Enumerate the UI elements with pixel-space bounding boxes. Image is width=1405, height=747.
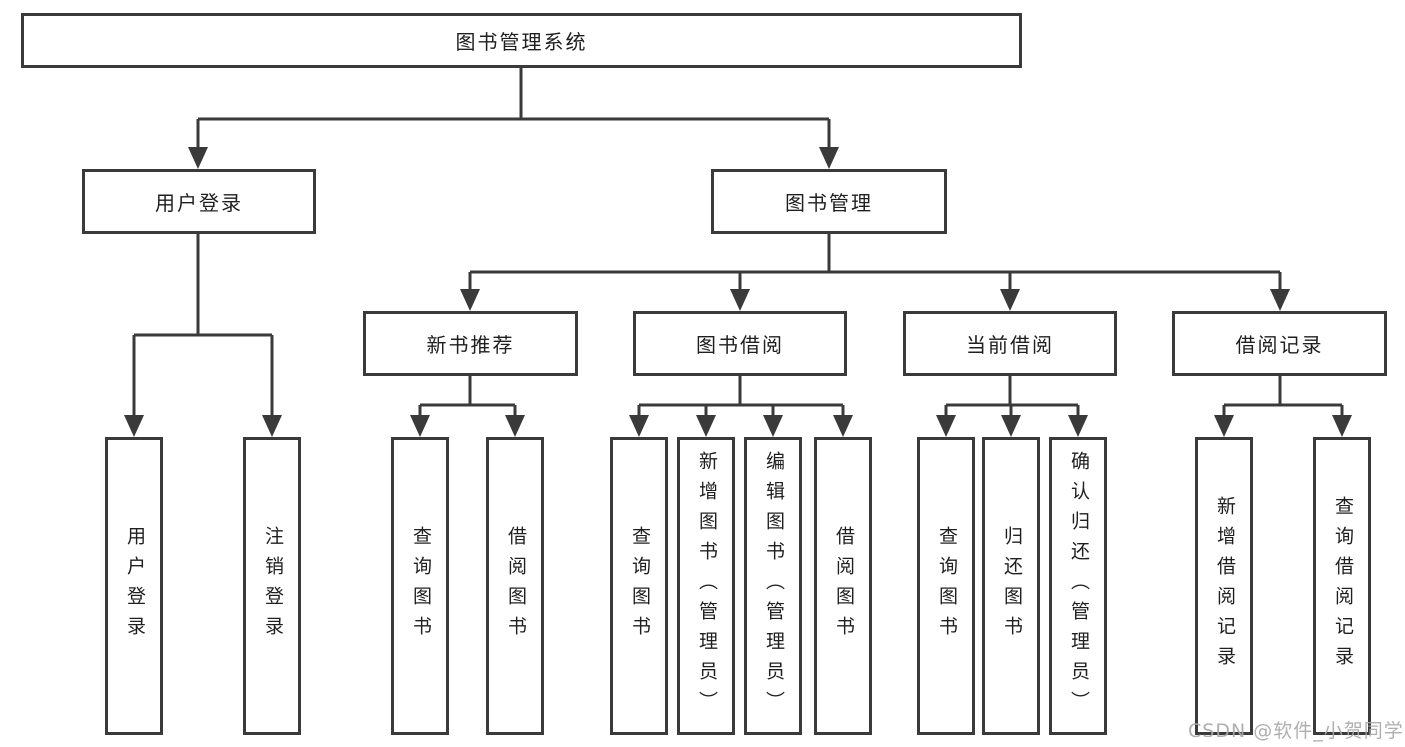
node-label: 归还图书	[1000, 526, 1023, 646]
node-book-management: 图书管理	[711, 169, 947, 234]
node-label: 查询图书	[409, 526, 432, 646]
leaf-query-books-current: 查询图书	[917, 437, 975, 735]
leaf-user-login: 用户登录	[105, 437, 163, 735]
leaf-borrow-books: 借阅图书	[814, 437, 872, 735]
node-label: 用户登录	[123, 526, 146, 646]
leaf-borrow-books-recommend: 借阅图书	[486, 437, 544, 735]
node-label: 借阅记录	[1235, 333, 1324, 357]
arrowheads-currentborrow-leaves	[936, 415, 1088, 437]
node-label: 新增借阅记录	[1213, 496, 1236, 676]
arrowheads-newbook-leaves	[410, 415, 525, 437]
node-book-borrow: 图书借阅	[633, 311, 847, 376]
arrowheads-records-leaves	[1214, 415, 1352, 437]
leaf-query-books-recommend: 查询图书	[391, 437, 449, 735]
leaf-add-borrow-record: 新增借阅记录	[1195, 437, 1253, 735]
arrowheads-userlogin-leaves	[124, 415, 282, 437]
node-label: 新书推荐	[426, 333, 515, 357]
leaf-logout: 注销登录	[243, 437, 301, 735]
node-label: 注销登录	[261, 526, 284, 646]
node-new-book-recommend: 新书推荐	[363, 311, 578, 376]
connector-currentborrow-to-leaves	[944, 376, 1080, 416]
leaf-return-book: 归还图书	[982, 437, 1040, 735]
node-label: 图书管理	[785, 191, 873, 215]
node-current-borrow: 当前借阅	[903, 311, 1117, 376]
csdn-watermark: CSDN @软件_小贺同学	[1188, 720, 1404, 742]
connector-bookmgmt-to-level3	[468, 234, 1282, 290]
leaf-add-book-admin: 新增图书（管理员）	[677, 437, 735, 735]
leaf-query-books-borrow: 查询图书	[610, 437, 668, 735]
node-label: 借阅图书	[832, 526, 855, 646]
node-borrow-records: 借阅记录	[1172, 311, 1387, 376]
leaf-query-borrow-record: 查询借阅记录	[1313, 437, 1371, 735]
arrowheads-bookborrow-leaves	[629, 415, 853, 437]
node-user-login: 用户登录	[82, 169, 316, 234]
node-label: 查询图书	[628, 526, 651, 646]
node-label: 图书借阅	[696, 333, 784, 357]
node-label: 编辑图书（管理员）	[762, 451, 785, 721]
connector-newbook-to-leaves	[418, 376, 517, 416]
arrowheads-level3	[460, 289, 1290, 311]
arrowheads-level2	[188, 147, 839, 169]
node-label: 图书管理系统	[455, 30, 588, 54]
leaf-confirm-return-admin: 确认归还（管理员）	[1049, 437, 1107, 735]
node-label: 借阅图书	[504, 526, 527, 646]
connector-bookborrow-to-leaves	[637, 376, 845, 416]
node-label: 用户登录	[155, 191, 243, 215]
node-label: 查询图书	[935, 526, 958, 646]
connector-root-to-level2	[196, 68, 831, 148]
node-label: 当前借阅	[966, 333, 1054, 357]
node-label: 新增图书（管理员）	[695, 451, 718, 721]
connector-userlogin-to-leaves	[132, 233, 274, 416]
node-library-system-root: 图书管理系统	[21, 13, 1022, 68]
leaf-edit-book-admin: 编辑图书（管理员）	[744, 437, 802, 735]
node-label: 查询借阅记录	[1331, 496, 1354, 676]
node-label: 确认归还（管理员）	[1067, 451, 1090, 721]
connector-records-to-leaves	[1222, 376, 1344, 416]
